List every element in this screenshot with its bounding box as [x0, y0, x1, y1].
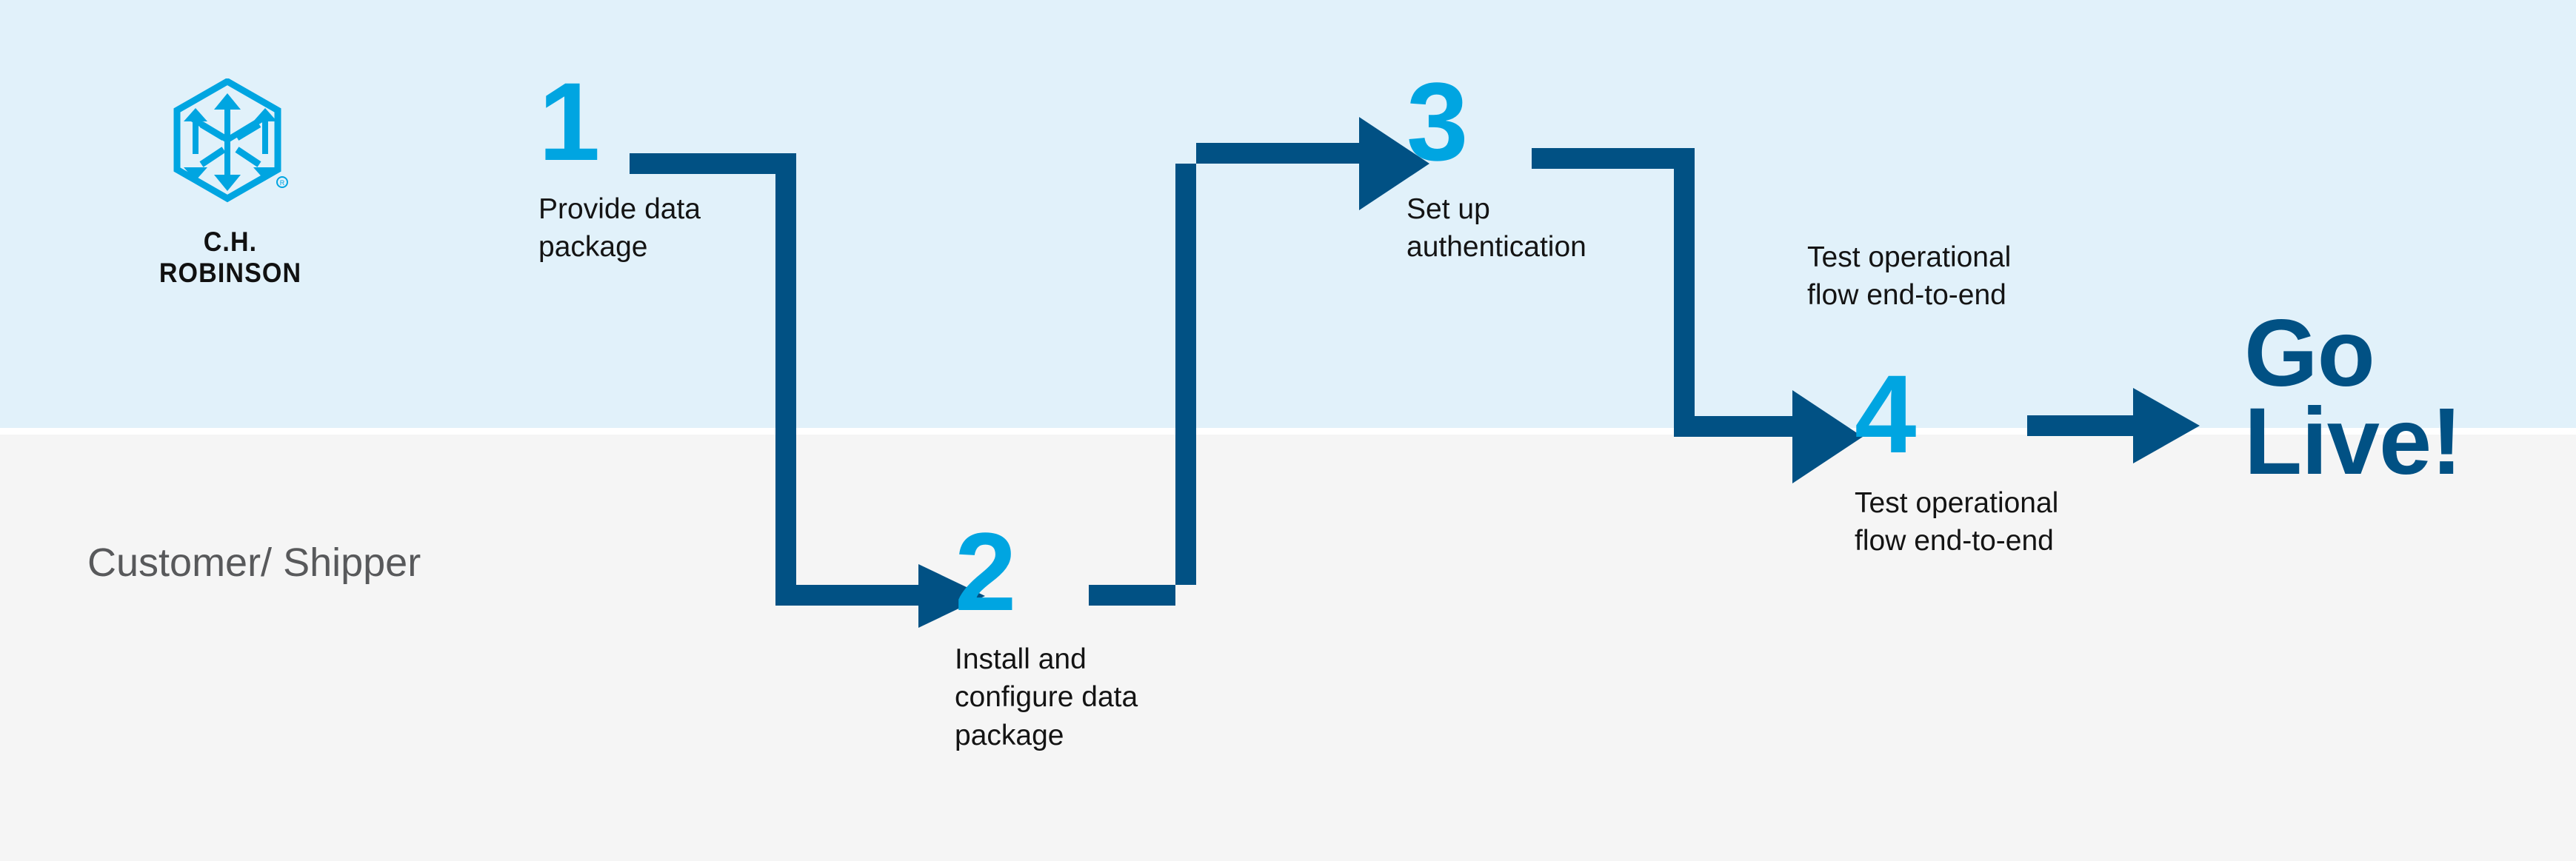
band-top-blue [0, 0, 2576, 428]
step-1-label: Provide data package [538, 193, 701, 264]
step-3: 3 Set up authentication [1407, 59, 1586, 267]
step-4-label: Test operational flow end-to-end [1855, 487, 2059, 557]
go-live-label: Go Live! [2244, 301, 2463, 495]
step-1-number: 1 [538, 59, 600, 184]
step-1: 1 Provide data package [538, 59, 701, 267]
step-3-label: Set up authentication [1407, 193, 1586, 264]
svg-text:R: R [280, 179, 285, 187]
brand-logo: R C.H. ROBINSON [138, 78, 323, 289]
lane-label-customer-shipper: Customer/ Shipper [87, 540, 421, 585]
registered-trademark-icon: R [276, 176, 288, 188]
label-test-operational-flow-upper: Test operational flow end-to-end [1807, 241, 2012, 312]
step-2: 2 Install and configure data package [955, 509, 1138, 754]
step-2-label: Install and configure data package [955, 643, 1138, 751]
step-4: 4 Test operational flow end-to-end [1855, 352, 2059, 560]
step-4-number: 4 [1855, 352, 1916, 476]
brand-wordmark: C.H. ROBINSON [159, 227, 302, 288]
band-bottom-gray [0, 435, 2576, 861]
ch-robinson-hexagon-logo-icon: R [173, 78, 288, 203]
step-3-number: 3 [1407, 59, 1468, 184]
step-2-number: 2 [955, 509, 1016, 634]
